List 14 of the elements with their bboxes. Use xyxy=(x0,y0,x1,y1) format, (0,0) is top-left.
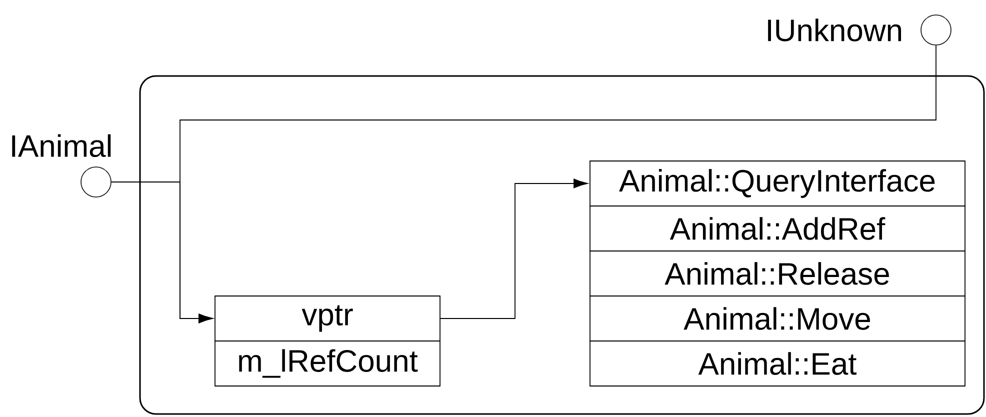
arrow xyxy=(440,178,588,319)
node-label: IAnimal xyxy=(12,134,111,158)
field-cell: m_lRefCount xyxy=(214,340,440,386)
arrow xyxy=(180,44,936,324)
vtable-cell: Animal::Eat xyxy=(590,340,966,386)
object-container xyxy=(139,75,985,415)
node-label: IUnknown xyxy=(768,18,902,42)
field-cell: vptr xyxy=(214,296,440,342)
vtable-cell: Animal::AddRef xyxy=(590,206,966,252)
vtable-cell: Animal::Move xyxy=(590,296,966,342)
interface-lollipop: IUnknown xyxy=(768,14,952,46)
vtable-cell: Animal::Release xyxy=(590,250,966,296)
interface-lollipop: IAnimal xyxy=(12,134,112,198)
vtable-cell: Animal::QueryInterface xyxy=(590,160,966,206)
